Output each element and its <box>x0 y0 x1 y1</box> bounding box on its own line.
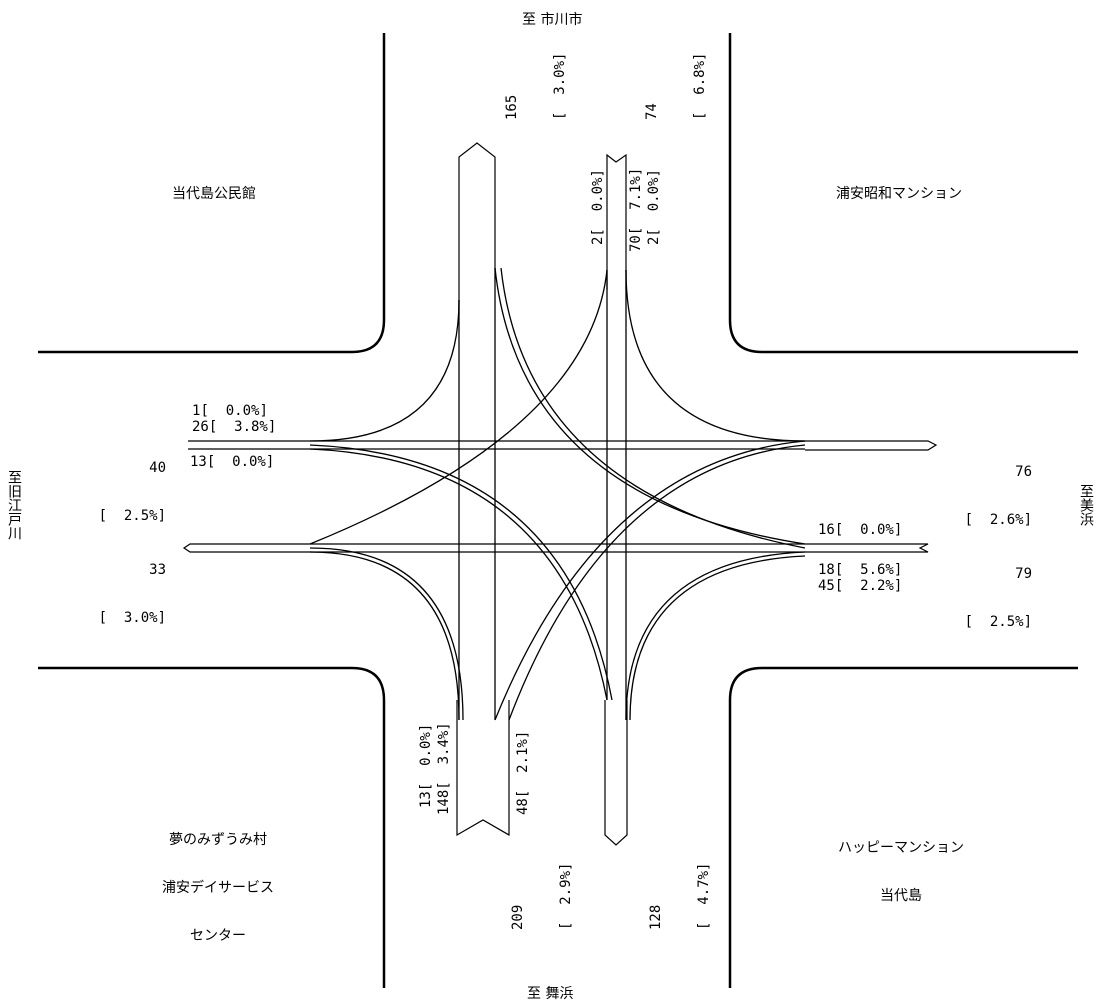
east-out-pct: [ 2.6%] <box>964 512 1032 528</box>
west-move-3: 13[ 0.0%] <box>190 454 274 470</box>
north-move-3-pct: [ 0.0%] <box>646 169 662 237</box>
east-move-2: 18[ 5.6%] <box>818 562 902 578</box>
west-out-label: 33 [ 3.0%] <box>96 530 166 642</box>
east-move-2-pct: [ 5.6%] <box>834 562 903 578</box>
south-in-pct: [ 2.9%] <box>558 862 574 930</box>
west-move-2: 26[ 3.8%] <box>192 419 276 435</box>
north-move-2-pct: [ 7.1%] <box>628 167 644 236</box>
east-in-pct: [ 2.5%] <box>964 614 1032 630</box>
west-move-3-pct: [ 0.0%] <box>206 454 275 470</box>
south-move-1-count: 13 <box>418 791 434 808</box>
west-move-2-count: 26 <box>192 419 209 435</box>
north-out-pct: [ 3.0%] <box>552 52 568 120</box>
south-move-2-pct: [ 3.4%] <box>436 722 452 790</box>
north-move-2-count: 70 <box>628 235 644 252</box>
south-out-label: 128 [ 4.7%] <box>616 863 728 930</box>
south-move-3-count: 48 <box>515 798 531 815</box>
west-out-count: 33 <box>149 562 166 578</box>
east-move-1-count: 16 <box>818 522 835 538</box>
north-in-count: 74 <box>644 103 660 120</box>
north-move-3: 2[ 0.0%] <box>646 169 662 245</box>
south-move-1-pct: [ 0.0%] <box>418 723 434 792</box>
road-edges <box>38 33 1078 988</box>
east-move-3-count: 45 <box>818 578 835 594</box>
south-move-1: 13[ 0.0%] <box>418 724 434 808</box>
north-out-count: 165 <box>504 94 520 120</box>
direction-west: 至旧江戸川 <box>6 470 22 540</box>
building-nw: 当代島公民館 <box>172 186 256 202</box>
west-move-1: 1[ 0.0%] <box>192 403 268 419</box>
building-sw-line1: 夢のみずうみ村 <box>169 832 267 848</box>
east-out-count: 76 <box>1015 464 1032 480</box>
direction-north: 至 市川市 <box>522 12 583 28</box>
east-move-3: 45[ 2.2%] <box>818 578 902 594</box>
flow-arrows <box>182 142 938 846</box>
south-out-pct: [ 4.7%] <box>696 862 712 930</box>
north-move-1: 2[ 0.0%] <box>590 169 606 245</box>
east-in-count: 79 <box>1015 566 1032 582</box>
south-move-3-pct: [ 2.1%] <box>515 730 531 799</box>
south-in-label: 209 [ 2.9%] <box>478 863 590 930</box>
east-out-label: 76 [ 2.6%] <box>952 432 1032 544</box>
west-in-label: 40 [ 2.5%] <box>96 428 166 540</box>
west-in-count: 40 <box>149 460 166 476</box>
east-move-3-pct: [ 2.2%] <box>834 578 903 594</box>
building-sw-line2: 浦安デイサービス <box>162 880 274 896</box>
north-in-pct: [ 6.8%] <box>692 52 708 120</box>
west-out-pct: [ 3.0%] <box>98 610 166 626</box>
north-move-3-count: 2 <box>646 236 662 245</box>
east-move-1-pct: [ 0.0%] <box>834 522 903 538</box>
building-se-line2: 当代島 <box>880 888 922 904</box>
west-move-2-pct: [ 3.8%] <box>208 419 277 435</box>
west-in-pct: [ 2.5%] <box>98 508 166 524</box>
north-move-1-pct: [ 0.0%] <box>590 169 606 237</box>
west-move-3-count: 13 <box>190 454 207 470</box>
north-out-label: 165 [ 3.0%] <box>472 53 584 120</box>
movement-lines <box>309 267 806 721</box>
building-sw-line3: センター <box>190 928 246 944</box>
east-move-2-count: 18 <box>818 562 835 578</box>
building-se: ハッピーマンション 当代島 <box>826 808 976 920</box>
building-ne: 浦安昭和マンション <box>836 186 962 202</box>
direction-east: 至美浜 <box>1078 484 1094 526</box>
south-out-count: 128 <box>648 904 664 930</box>
north-move-2: 70[ 7.1%] <box>628 168 644 252</box>
south-move-2-count: 148 <box>436 789 452 815</box>
north-move-1-count: 2 <box>590 236 606 245</box>
building-se-line1: ハッピーマンション <box>838 840 964 856</box>
west-move-1-pct: [ 0.0%] <box>200 403 268 419</box>
building-sw: 夢のみずうみ村 浦安デイサービス センター <box>138 800 298 960</box>
south-move-2: 148[ 3.4%] <box>436 722 452 815</box>
direction-south: 至 舞浜 <box>527 986 574 1002</box>
north-in-label: 74 [ 6.8%] <box>612 53 724 120</box>
south-move-3: 48[ 2.1%] <box>515 731 531 815</box>
west-move-1-count: 1 <box>192 403 201 419</box>
east-in-label: 79 [ 2.5%] <box>952 534 1032 646</box>
east-move-1: 16[ 0.0%] <box>818 522 902 538</box>
south-in-count: 209 <box>510 904 526 930</box>
